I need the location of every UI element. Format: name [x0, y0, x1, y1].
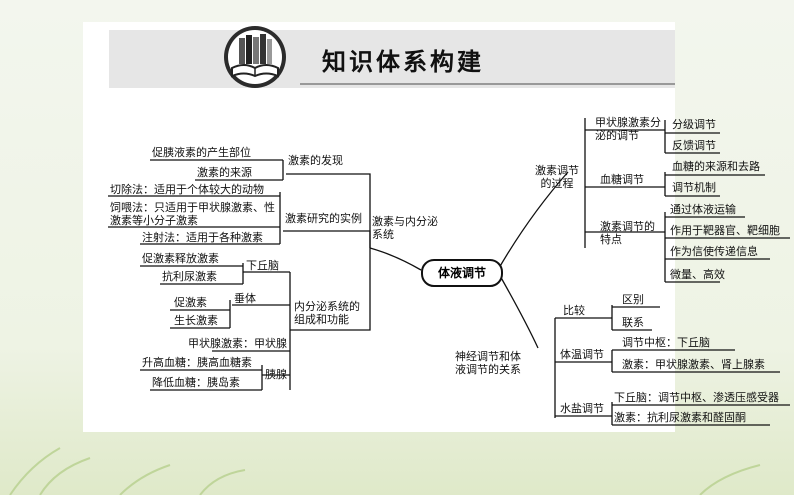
- thyroid-regulation-item-1: 分级调节: [672, 118, 716, 131]
- temperature-item-2: 激素：甲状腺激素、肾上腺素: [622, 358, 765, 371]
- relation-label: 神经调节和体液调节的关系: [455, 350, 521, 376]
- discovery-item-1: 促胰液素的产生部位: [152, 146, 251, 159]
- water-item-2: 激素：抗利尿激素和醛固酮: [614, 411, 746, 424]
- examples-item-3: 注射法：适用于各种激素: [142, 231, 263, 244]
- discovery-label: 激素的发现: [288, 154, 343, 167]
- pituitary-label: 垂体: [234, 292, 256, 305]
- grass-decoration: [9, 447, 761, 495]
- sugar-item-2: 调节机制: [672, 181, 716, 194]
- features-item-1: 通过体液运输: [670, 203, 736, 216]
- header-banner: [109, 30, 675, 88]
- features-label: 激素调节的特点: [600, 220, 655, 246]
- compare-label: 比较: [563, 304, 585, 317]
- pancreas-label: 胰腺: [265, 368, 287, 381]
- water-label: 水盐调节: [560, 402, 604, 415]
- temperature-label: 体温调节: [560, 348, 604, 361]
- pituitary-item-1: 促激素: [174, 296, 207, 309]
- pituitary-item-2: 生长激素: [174, 314, 218, 327]
- thyroid-text: 甲状腺激素：甲状腺: [188, 337, 287, 350]
- header-rule: [300, 83, 675, 85]
- pancreas-item-2: 降低血糖：胰岛素: [152, 376, 240, 389]
- discovery-item-2: 激素的来源: [197, 166, 252, 179]
- thyroid-regulation-item-2: 反馈调节: [672, 139, 716, 152]
- features-item-2: 作用于靶器官、靶细胞: [670, 224, 780, 237]
- compare-item-2: 联系: [622, 316, 644, 329]
- features-item-4: 微量、高效: [670, 268, 725, 281]
- compare-item-1: 区别: [622, 293, 644, 306]
- hypothalamus-item-1: 促激素释放激素: [142, 252, 219, 265]
- sugar-item-1: 血糖的来源和去路: [672, 160, 760, 173]
- thyroid-regulation-label: 甲状腺激素分泌的调节: [595, 116, 661, 142]
- features-item-3: 作为信使传递信息: [670, 245, 758, 258]
- endocrine-label: 内分泌系统的组成和功能: [294, 300, 360, 326]
- hypothalamus-label: 下丘脑: [246, 259, 279, 272]
- water-item-1: 下丘脑：调节中枢、渗透压感受器: [614, 391, 779, 404]
- hypothalamus-item-2: 抗利尿激素: [162, 270, 217, 283]
- endocrine-group-label: 激素与内分泌系统: [372, 215, 438, 241]
- pancreas-item-1: 升高血糖：胰高血糖素: [142, 356, 252, 369]
- examples-item-1: 切除法：适用于个体较大的动物: [110, 183, 264, 196]
- examples-label: 激素研究的实例: [285, 212, 362, 225]
- process-label: 激素调节的过程: [535, 164, 579, 190]
- temperature-item-1: 调节中枢：下丘脑: [622, 336, 710, 349]
- book-logo-icon: [224, 26, 286, 88]
- sugar-regulation-label: 血糖调节: [600, 173, 644, 186]
- center-node: 体液调节: [421, 259, 503, 287]
- examples-item-2: 饲喂法：只适用于甲状腺激素、性激素等小分子激素: [110, 201, 275, 227]
- page-title: 知识体系构建: [322, 47, 484, 76]
